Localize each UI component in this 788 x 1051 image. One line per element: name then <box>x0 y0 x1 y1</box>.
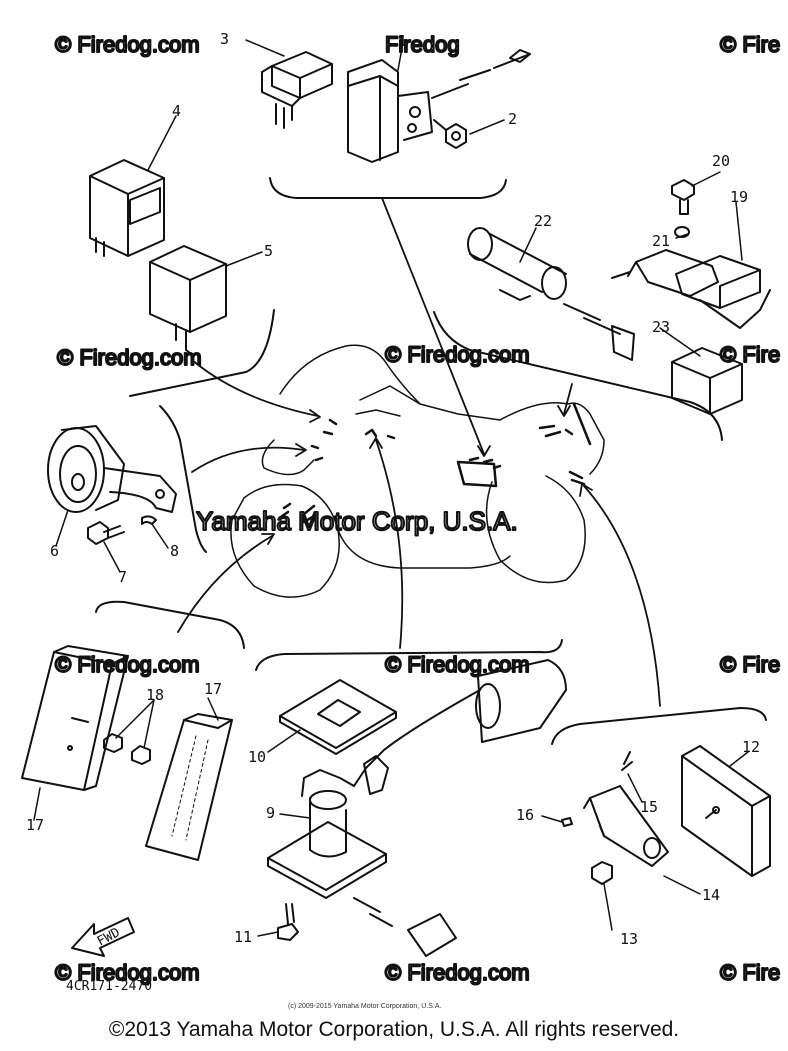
callout: 5 <box>264 242 273 260</box>
callout: 12 <box>742 738 760 756</box>
callout: 14 <box>702 886 720 904</box>
bracket-left <box>129 309 275 397</box>
washer-8 <box>141 515 157 525</box>
watermark-text: © Firedog.com <box>385 342 530 367</box>
condenser-22 <box>467 227 635 361</box>
watermark-text: © Fire <box>720 960 780 985</box>
small-copyright: (c) 2009-2015 Yamaha Motor Corporation, … <box>288 1003 441 1010</box>
fwd-arrow-icon <box>71 917 135 957</box>
watermark-text-dark: © Firedog.com <box>57 345 202 370</box>
callout: 18 <box>146 686 164 704</box>
watermark-text: © Fire <box>720 32 780 57</box>
bolt-7 <box>87 521 125 545</box>
center-watermark: Yamaha Motor Corp, U.S.A. <box>196 506 518 536</box>
switch-1 <box>347 49 531 163</box>
callout: 7 <box>118 568 127 586</box>
plate-12 <box>681 745 771 877</box>
bolt-20 <box>671 179 695 215</box>
callout: 13 <box>620 930 638 948</box>
callout: 3 <box>220 30 229 48</box>
callout: 23 <box>652 318 670 336</box>
bracket-top <box>269 177 507 199</box>
bracket-center <box>255 639 563 671</box>
nut-2 <box>433 119 467 149</box>
watermark-text: © Firedog.com <box>385 960 530 985</box>
nut-13 <box>591 861 613 885</box>
footer-copyright: ©2013 Yamaha Motor Corporation, U.S.A. A… <box>108 1018 680 1041</box>
relay-4 <box>89 159 165 257</box>
motorcycle-outline <box>230 344 605 598</box>
bracket-bottom-left <box>95 600 245 649</box>
callout: 20 <box>712 152 730 170</box>
leader-lines <box>33 39 749 937</box>
bracket-right-bottom <box>551 707 767 745</box>
callout: 8 <box>170 542 179 560</box>
fuel-pump-9 <box>267 689 481 899</box>
horn-6 <box>47 425 177 513</box>
callout: 17 <box>204 680 222 698</box>
relay-5 <box>149 245 227 357</box>
callout: 15 <box>640 798 658 816</box>
relay-3 <box>261 51 333 129</box>
watermark-text: © Firedog.com <box>55 32 200 57</box>
callout: 10 <box>248 748 266 766</box>
screw-15 <box>621 751 633 771</box>
nut-18 <box>103 733 151 765</box>
callout-labels: 1 2 3 4 5 6 7 8 9 10 11 12 13 14 15 16 1… <box>26 30 760 948</box>
clip-16 <box>561 817 573 827</box>
reflector-17-right <box>145 713 233 861</box>
callout: 17 <box>26 816 44 834</box>
callout: 21 <box>652 232 670 250</box>
connector-arrows <box>177 197 661 707</box>
reflector-17-left <box>21 645 129 791</box>
sender-float <box>475 659 567 743</box>
callout: 4 <box>172 102 181 120</box>
bracket-horn <box>159 405 207 553</box>
callout: 6 <box>50 542 59 560</box>
bolt-11 <box>277 897 457 957</box>
watermark-text: © Firedog.com <box>385 652 530 677</box>
callout: 2 <box>508 110 517 128</box>
watermark-text: © Firedog.com <box>55 960 200 985</box>
callout: 16 <box>516 806 534 824</box>
callout: 1 <box>398 32 407 50</box>
washer-21 <box>674 226 690 238</box>
watermark-text: © Fire <box>720 652 780 677</box>
diagram-part-number: 4CR171-2470 <box>66 979 152 994</box>
watermark-text: © Fire <box>720 342 780 367</box>
harness-connectors <box>280 402 592 524</box>
switch-19 <box>611 249 771 329</box>
watermark-text: Firedog <box>385 32 460 57</box>
callout: 22 <box>534 212 552 230</box>
callout: 9 <box>266 804 275 822</box>
callout: 19 <box>730 188 748 206</box>
gasket-10 <box>279 679 397 755</box>
bracket-14 <box>583 785 669 867</box>
callout: 11 <box>234 928 252 946</box>
bracket-right <box>433 311 723 441</box>
fwd-label: FWD <box>95 925 123 949</box>
